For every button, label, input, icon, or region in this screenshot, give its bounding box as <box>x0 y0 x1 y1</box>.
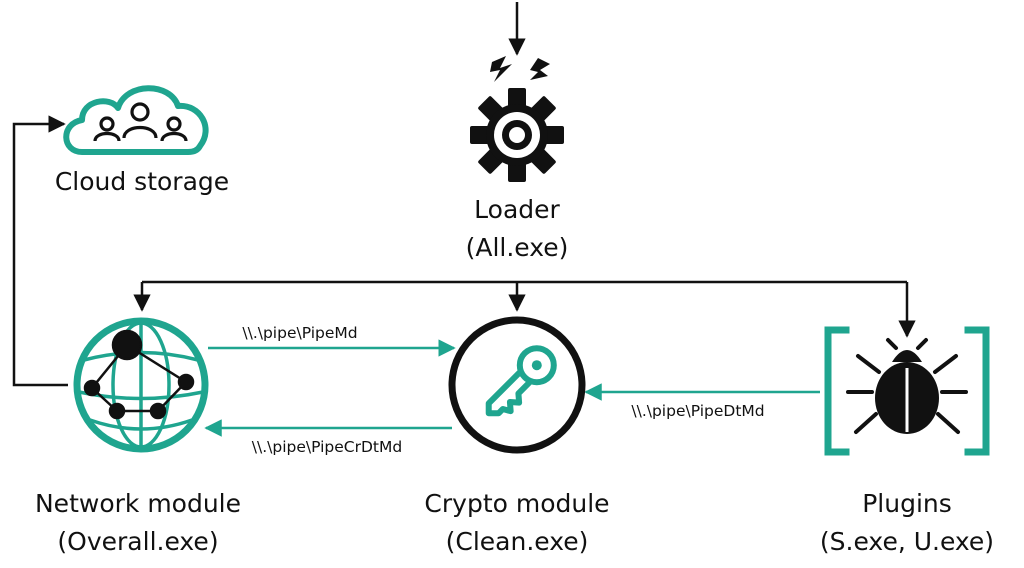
pipe-connectors <box>204 339 820 437</box>
connectors <box>12 2 916 387</box>
gear-icon <box>470 88 564 182</box>
cloud-storage-label: Cloud storage <box>55 167 229 196</box>
key-icon <box>448 316 586 454</box>
globe-network-icon <box>73 317 209 453</box>
pipe-crypto-to-net-label: \\.\pipe\PipeCrDtMd <box>252 438 402 456</box>
network-to-cloud-arrow <box>12 115 68 387</box>
plugins-sublabel: (S.exe, U.exe) <box>820 527 994 556</box>
plugins-label: Plugins <box>862 489 952 518</box>
loader-sublabel: (All.exe) <box>466 233 569 262</box>
loader-label: Loader <box>474 195 560 224</box>
bug-icon <box>824 326 990 456</box>
pipe-plugins-to-crypto-label: \\.\pipe\PipeDtMd <box>631 402 764 420</box>
network-module-label: Network module <box>35 489 241 518</box>
network-module-sublabel: (Overall.exe) <box>57 527 218 556</box>
cloud-users-icon <box>63 85 209 155</box>
crypto-module-sublabel: (Clean.exe) <box>446 527 589 556</box>
crypto-module-label: Crypto module <box>424 489 609 518</box>
pipe-net-to-crypto-label: \\.\pipe\PipeMd <box>242 324 357 342</box>
lightning-icon <box>490 56 550 82</box>
